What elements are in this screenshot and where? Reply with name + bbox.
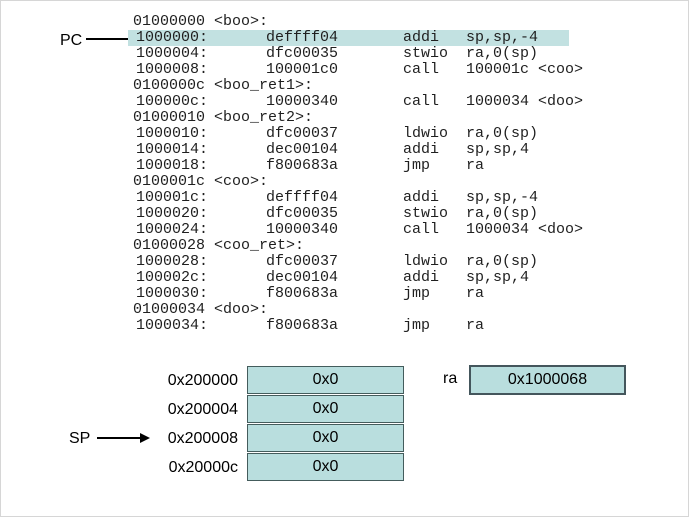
operands: ra,0(sp) [466,205,539,222]
addr: 1000000: [136,29,209,46]
listing-row: 100001c: deffff04 addi sp,sp,-4 [126,190,596,206]
listing-row: 1000024: 10000340 call 1000034 <doo> [126,222,596,238]
sp-arrow [97,437,140,439]
machine-code: deffff04 [266,29,339,46]
listing-section-boo: 01000000 <boo>: [133,13,269,30]
addr: 1000014: [136,141,209,158]
operands: ra [466,285,485,302]
addr: 1000018: [136,157,209,174]
stack-address-label: 0x200008 [167,430,238,447]
listing-row: 1000028: dfc00037 ldwio ra,0(sp) [126,254,596,270]
stack-cell: 0x0 [247,395,404,423]
addr: 1000028: [136,253,209,270]
listing-row: 1000020: dfc00035 stwio ra,0(sp) [126,206,596,222]
operands: 1000034 <doo> [466,93,584,110]
machine-code: dfc00037 [266,253,339,270]
mnemonic: ldwio [403,125,449,142]
stack-address-label: 0x200004 [167,401,238,418]
addr: 1000020: [136,205,209,222]
addr: 1000024: [136,221,209,238]
listing-section-coo: 0100001c <coo>: [133,173,269,190]
addr: 1000004: [136,45,209,62]
machine-code: f800683a [266,317,339,334]
stack-cell: 0x0 [247,424,404,452]
sp-arrow-head-icon [140,433,150,443]
operands: ra,0(sp) [466,253,539,270]
machine-code: dfc00035 [266,205,339,222]
addr: 1000010: [136,125,209,142]
mnemonic: addi [403,189,440,206]
listing-row: 1000014: dec00104 addi sp,sp,4 [126,142,596,158]
stack-address-label: 0x200000 [167,372,238,389]
mnemonic: addi [403,269,440,286]
operands: sp,sp,4 [466,141,530,158]
machine-code: dfc00035 [266,45,339,62]
operands: sp,sp,-4 [466,29,539,46]
operands: ra,0(sp) [466,45,539,62]
operands: sp,sp,-4 [466,189,539,206]
mnemonic: jmp [403,317,431,334]
listing-row: 1000030: f800683a jmp ra [126,286,596,302]
mnemonic: addi [403,141,440,158]
ra-register-label: ra [443,370,458,387]
machine-code: 10000340 [266,93,339,110]
stack-address-label: 0x20000c [168,459,238,476]
assembly-listing: 01000000 <boo>: 1000000: deffff04 addi sp,s… [126,14,596,334]
operands: ra,0(sp) [466,125,539,142]
machine-code: f800683a [266,157,339,174]
mnemonic: call [403,61,440,78]
mnemonic: jmp [403,157,431,174]
listing-row: 100002c: dec00104 addi sp,sp,4 [126,270,596,286]
pc-arrow [86,38,135,40]
addr: 100002c: [136,269,209,286]
listing-row: 1000034: f800683a jmp ra [126,318,596,334]
pc-label: PC [60,32,83,49]
stack-cell: 0x0 [247,366,404,394]
machine-code: deffff04 [266,189,339,206]
listing-section-coo-ret: 01000028 <coo_ret>: [133,237,305,254]
listing-section-doo: 01000034 <doo>: [133,301,269,318]
machine-code: f800683a [266,285,339,302]
mnemonic: call [403,221,440,238]
addr: 1000034: [136,317,209,334]
sp-label: SP [69,430,91,447]
mnemonic: stwio [403,45,449,62]
machine-code: 10000340 [266,221,339,238]
mnemonic: addi [403,29,440,46]
listing-section-boo-ret2: 01000010 <boo_ret2>: [133,109,314,126]
operands: ra [466,157,485,174]
machine-code: dec00104 [266,141,339,158]
listing-row: 1000008: 100001c0 call 100001c <coo> [126,62,596,78]
listing-row: 1000018: f800683a jmp ra [126,158,596,174]
mnemonic: call [403,93,440,110]
ra-register-value: 0x1000068 [469,365,626,395]
mnemonic: jmp [403,285,431,302]
machine-code: dec00104 [266,269,339,286]
mnemonic: stwio [403,205,449,222]
stack-cell: 0x0 [247,453,404,481]
listing-row: 1000004: dfc00035 stwio ra,0(sp) [126,46,596,62]
operands: 1000034 <doo> [466,221,584,238]
machine-code: dfc00037 [266,125,339,142]
listing-row: 100000c: 10000340 call 1000034 <doo> [126,94,596,110]
addr: 100001c: [136,189,209,206]
operands: sp,sp,4 [466,269,530,286]
listing-row: 1000010: dfc00037 ldwio ra,0(sp) [126,126,596,142]
operands: 100001c <coo> [466,61,584,78]
addr: 100000c: [136,93,209,110]
operands: ra [466,317,485,334]
listing-section-boo-ret1: 0100000c <boo_ret1>: [133,77,314,94]
addr: 1000008: [136,61,209,78]
addr: 1000030: [136,285,209,302]
listing-row-highlighted: 1000000: deffff04 addi sp,sp,-4 [128,30,569,46]
mnemonic: ldwio [403,253,449,270]
machine-code: 100001c0 [266,61,339,78]
